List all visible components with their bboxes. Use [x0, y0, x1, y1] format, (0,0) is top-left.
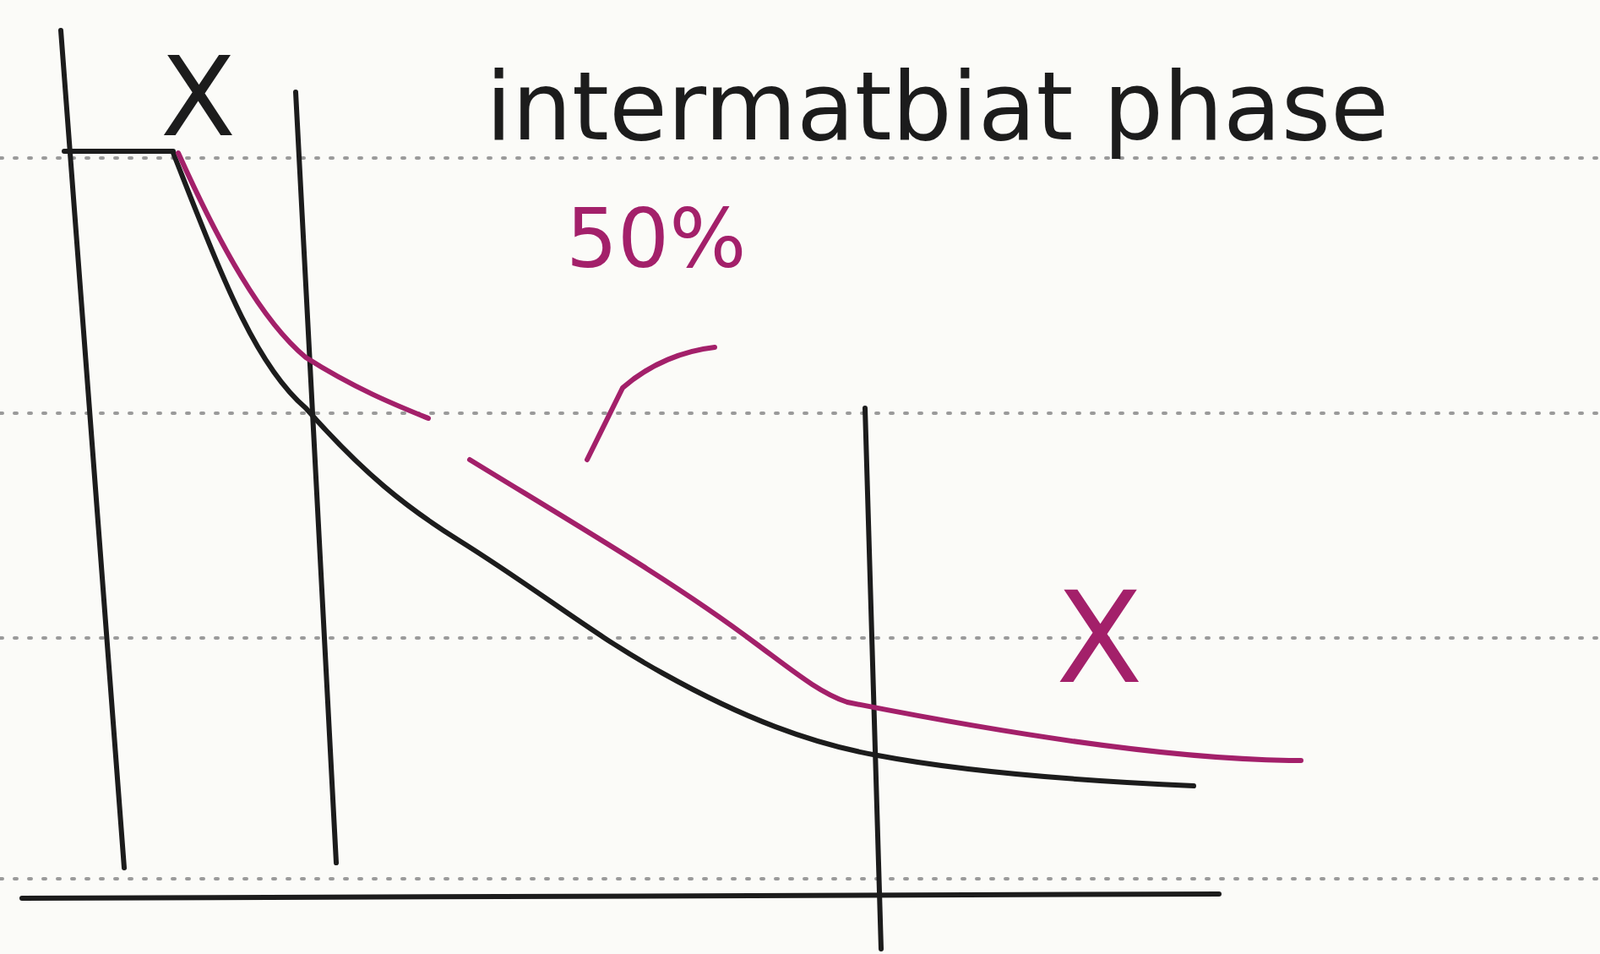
- ruled-lines: [0, 157, 1600, 879]
- percent-note: 50%: [565, 198, 746, 280]
- black-curve: [173, 152, 1194, 786]
- magenta-curve: [178, 152, 1301, 761]
- axes: [21, 30, 1220, 949]
- phase-note: intermatbiat phase: [485, 59, 1389, 154]
- cross-mark-label: X: [160, 42, 236, 153]
- cross-mark-label: X: [1055, 574, 1143, 702]
- check-mark: [587, 347, 715, 460]
